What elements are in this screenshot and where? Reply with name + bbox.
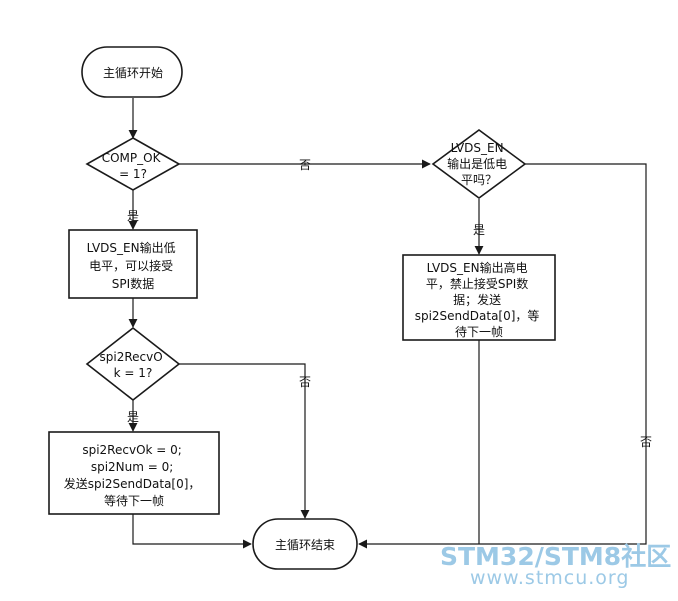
node-lvds-low-line-3: SPI数据 — [112, 276, 154, 291]
svg-text:LVDS_EN输出高电 平，禁止接受SPI数: LVDS_EN输出高电 平，禁止接受SPI数 据；发送 spi2SendData… — [415, 260, 544, 339]
node-lvds-high-line-4: spi2SendData[0]，等 — [415, 309, 540, 323]
node-lvds-check-line-1: LVDS_EN — [451, 141, 504, 155]
edge-lvds-no — [358, 163, 647, 549]
label-comp-no: 否 — [299, 158, 311, 172]
node-lvds-high-process: LVDS_EN输出高电 平，禁止接受SPI数 据；发送 spi2SendData… — [402, 254, 556, 341]
node-reset-send-line-1: spi2RecvOk = 0; — [82, 443, 181, 457]
node-spi-recv-decision: spi2RecvO k = 1? — [85, 326, 181, 402]
svg-text:主循环结束: 主循环结束 — [275, 538, 335, 552]
watermark: STM32/STM8社区 www.stmcu.org — [440, 542, 671, 589]
node-lvds-high-line-2: 平，禁止接受SPI数 — [426, 276, 528, 291]
node-reset-send-line-4: 等待下一帧 — [104, 494, 164, 508]
node-start-line: 主循环开始 — [103, 66, 163, 80]
edges — [128, 98, 647, 549]
label-lvds-yes: 是 — [473, 223, 485, 237]
watermark-brand: STM32/STM8社区 — [440, 542, 671, 571]
label-lvds-no: 否 — [640, 435, 652, 449]
label-spi-yes: 是 — [127, 410, 139, 424]
node-lvds-low-line-1: LVDS_EN输出低 — [87, 240, 176, 255]
svg-text:主循环开始: 主循环开始 — [103, 66, 163, 80]
svg-text:spi2RecvOk = 0; spi2Num: spi2RecvOk = 0; spi2Num = 0; 发送spi2SendD… — [64, 443, 205, 508]
label-comp-yes: 是 — [127, 209, 139, 223]
node-comp-ok-line-2: = 1? — [119, 167, 147, 181]
node-lvds-check-decision: LVDS_EN 输出是低电 平吗？ — [431, 129, 527, 199]
node-start: 主循环开始 — [81, 46, 183, 98]
watermark-url: www.stmcu.org — [470, 567, 629, 589]
node-lvds-low-line-2: 电平，可以接受 — [89, 258, 173, 273]
svg-text:LVDS_EN 输出是低电 平吗？: LVDS_EN 输出是低电 平吗？ — [447, 141, 511, 187]
node-end-line: 主循环结束 — [275, 538, 335, 552]
edge-spi-no — [179, 363, 310, 519]
node-comp-ok-decision: COMP_OK = 1? — [85, 137, 181, 191]
svg-text:LVDS_EN输出低 电平，可以接受: LVDS_EN输出低 电平，可以接受 SPI数据 — [87, 240, 180, 291]
node-lvds-high-line-5: 待下一帧 — [455, 325, 503, 339]
node-reset-send-process: spi2RecvOk = 0; spi2Num = 0; 发送spi2SendD… — [48, 431, 220, 515]
label-spi-no: 否 — [299, 375, 311, 389]
node-lvds-check-line-3: 平吗？ — [461, 173, 497, 187]
node-reset-send-line-2: spi2Num = 0; — [91, 460, 173, 474]
node-comp-ok-line-1: COMP_OK — [102, 151, 162, 165]
node-spi-recv-line-1: spi2RecvO — [100, 350, 163, 364]
node-lvds-high-line-3: 据；发送 — [453, 292, 501, 307]
edge-reset-to-end — [132, 514, 252, 549]
node-lvds-low-process: LVDS_EN输出低 电平，可以接受 SPI数据 — [68, 229, 198, 299]
svg-text:spi2RecvO k = 1?: spi2RecvO k = 1? — [100, 350, 167, 380]
node-lvds-high-line-1: LVDS_EN输出高电 — [427, 260, 528, 275]
svg-text:COMP_OK = 1?: COMP_OK = 1? — [102, 151, 165, 181]
node-reset-send-line-3: 发送spi2SendData[0]， — [64, 476, 201, 491]
node-end: 主循环结束 — [252, 518, 358, 570]
edge-labels: 否 是 是 否 是 否 — [127, 158, 652, 449]
node-lvds-check-line-2: 输出是低电 — [447, 156, 507, 171]
node-spi-recv-line-2: k = 1? — [114, 366, 153, 380]
